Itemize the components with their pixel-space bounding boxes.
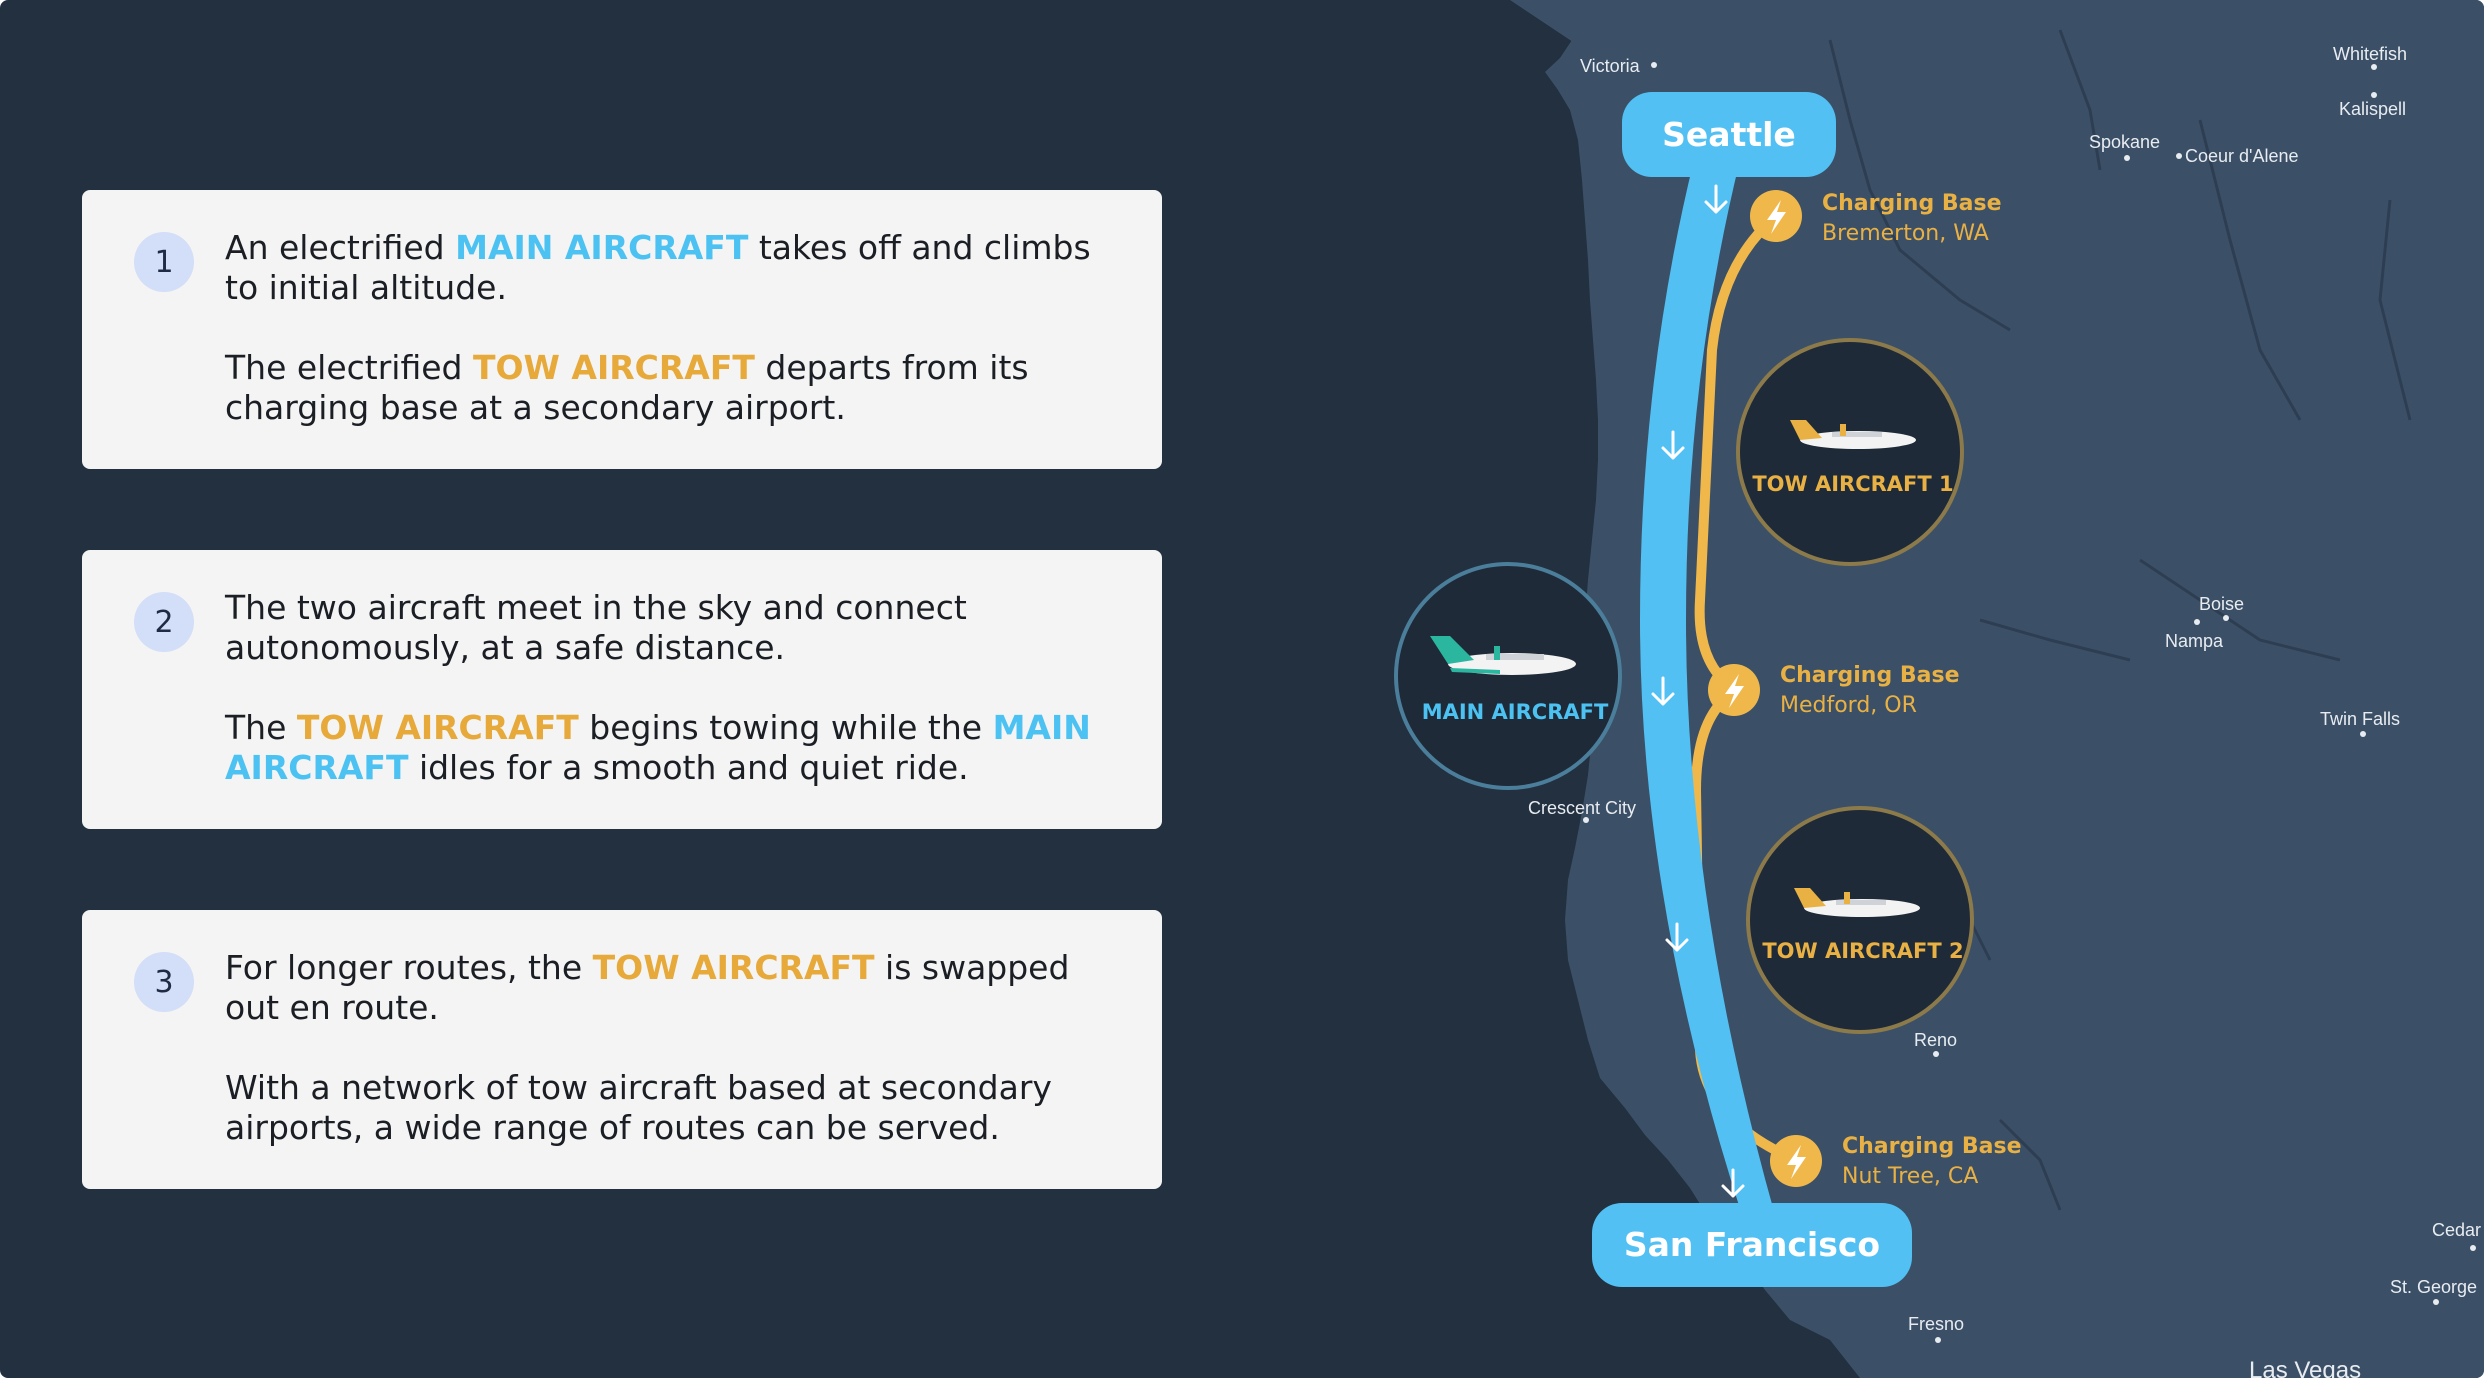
land-mass	[1520, 0, 2484, 1378]
city-nampa: Nampa	[2165, 631, 2224, 651]
origin-pill: Seattle	[1622, 92, 1836, 177]
airplane-icon	[1794, 888, 1920, 917]
tow-aircraft-2-badge: TOW AIRCRAFT 2	[1746, 806, 1974, 1034]
destination-label: San Francisco	[1624, 1225, 1880, 1264]
charging-base-title: Charging Base	[1780, 663, 1960, 688]
down-arrow-icon	[1665, 922, 1689, 952]
charging-base-location: Bremerton, WA	[1822, 221, 1989, 246]
main-aircraft-highlight: MAIN AIRCRAFT	[455, 228, 749, 267]
down-arrow-icon	[1721, 1168, 1745, 1198]
lightning-icon	[1787, 1145, 1806, 1179]
lightning-icon	[1725, 674, 1744, 708]
charging-base-location: Medford, OR	[1780, 693, 1917, 718]
city-las-vegas: Las Vegas	[2249, 1357, 2361, 1378]
step-card-3: 3 For longer routes, the TOW AIRCRAFT is…	[82, 910, 1162, 1189]
tow-aircraft-highlight: TOW AIRCRAFT	[592, 948, 875, 987]
tow-aircraft-highlight: TOW AIRCRAFT	[472, 348, 755, 387]
city-crescent-city: Crescent City	[1528, 798, 1636, 818]
main-aircraft-badge: MAIN AIRCRAFT	[1394, 562, 1622, 790]
charging-base-nut-tree: Charging Base Nut Tree, CA	[1770, 1134, 2022, 1189]
city-kalispell: Kalispell	[2339, 99, 2406, 119]
main-aircraft-label: MAIN AIRCRAFT	[1422, 700, 1609, 724]
charging-base-location: Nut Tree, CA	[1842, 1164, 1978, 1189]
city-labels: Victoria Whitefish Kalispell Spokane Coe…	[1528, 44, 2481, 1378]
tow-aircraft-1-badge: TOW AIRCRAFT 1	[1736, 338, 1964, 566]
city-victoria: Victoria	[1580, 56, 1641, 76]
down-arrow-icon	[1661, 430, 1685, 460]
airplane-icon	[1790, 420, 1916, 449]
lightning-icon	[1767, 200, 1786, 234]
city-twin-falls: Twin Falls	[2320, 709, 2400, 729]
main-route	[1640, 160, 1775, 1215]
charging-base-bremerton: Charging Base Bremerton, WA	[1750, 190, 2002, 246]
step-text: The two aircraft meet in the sky and con…	[225, 588, 1105, 788]
city-st-george: St. George	[2390, 1277, 2477, 1297]
step-paragraph: The two aircraft meet in the sky and con…	[225, 588, 967, 667]
main-aircraft-highlight: MAIN AIRCRAFT	[225, 708, 1091, 787]
step-paragraph: With a network of tow aircraft based at …	[225, 1068, 1052, 1147]
destination-pill: San Francisco	[1592, 1203, 1912, 1287]
tow-aircraft-2-label: TOW AIRCRAFT 2	[1762, 939, 1963, 963]
city-fresno: Fresno	[1908, 1314, 1964, 1334]
step-card-1: 1 An electrified MAIN AIRCRAFT takes off…	[82, 190, 1162, 469]
step-paragraph: The TOW AIRCRAFT begins towing while the…	[225, 708, 1091, 787]
route-arrows	[1651, 184, 1745, 1198]
step-paragraph: For longer routes, the TOW AIRCRAFT is s…	[225, 948, 1070, 1027]
tow-aircraft-highlight: TOW AIRCRAFT	[296, 708, 579, 747]
step-number-badge: 2	[134, 592, 194, 652]
charging-base-medford: Charging Base Medford, OR	[1708, 663, 1960, 718]
step-number-badge: 3	[134, 952, 194, 1012]
step-paragraph: The electrified TOW AIRCRAFT departs fro…	[225, 348, 1029, 427]
city-whitefish: Whitefish	[2333, 44, 2407, 64]
city-spokane: Spokane	[2089, 132, 2160, 152]
city-coeur-dalene: Coeur d'Alene	[2185, 146, 2299, 166]
rivers	[1828, 29, 2412, 1211]
down-arrow-icon	[1651, 676, 1675, 706]
step-text: For longer routes, the TOW AIRCRAFT is s…	[225, 948, 1105, 1148]
charging-base-title: Charging Base	[1842, 1134, 2022, 1159]
airplane-icon	[1430, 636, 1576, 675]
step-paragraph: An electrified MAIN AIRCRAFT takes off a…	[225, 228, 1091, 307]
origin-label: Seattle	[1662, 115, 1796, 154]
step-number-badge: 1	[134, 232, 194, 292]
city-boise: Boise	[2199, 594, 2244, 614]
city-reno: Reno	[1914, 1030, 1957, 1050]
step-text: An electrified MAIN AIRCRAFT takes off a…	[225, 228, 1105, 428]
city-cedar: Cedar	[2432, 1220, 2481, 1240]
tow-aircraft-1-label: TOW AIRCRAFT 1	[1752, 472, 1953, 496]
step-card-2: 2 The two aircraft meet in the sky and c…	[82, 550, 1162, 829]
charging-base-title: Charging Base	[1822, 191, 2002, 216]
vancouver-island	[1510, 0, 1640, 62]
down-arrow-icon	[1704, 184, 1728, 214]
